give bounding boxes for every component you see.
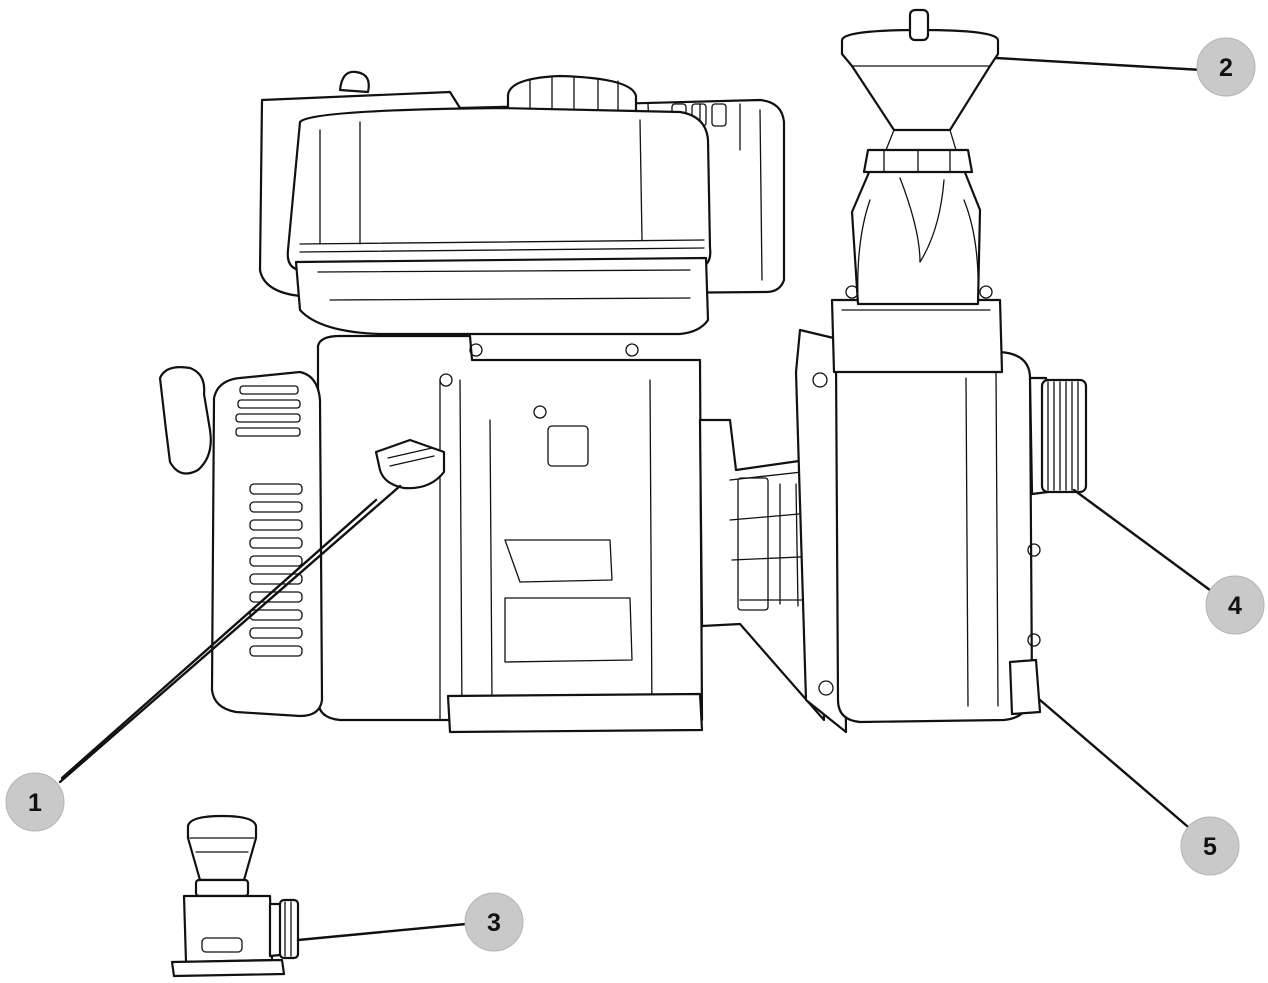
callout-badge	[1205, 575, 1265, 635]
engine-illustration	[158, 70, 786, 734]
callout-1: 1	[5, 772, 65, 832]
callout-number: 5	[1203, 833, 1217, 861]
callout-2: 2	[1196, 37, 1256, 97]
callout-badge	[1180, 816, 1240, 876]
callout-badge	[464, 892, 524, 952]
callout-5: 5	[1180, 816, 1240, 876]
inlet-fitting-illustration	[170, 814, 300, 978]
leader-4	[1072, 488, 1220, 598]
callout-number: 4	[1228, 592, 1242, 620]
leader-5	[1038, 698, 1196, 834]
leader-1	[58, 484, 402, 784]
callout-3: 3	[464, 892, 524, 952]
callout-4: 4	[1205, 575, 1265, 635]
callout-leaders	[58, 56, 1220, 942]
leader-3	[296, 922, 468, 942]
callout-number: 1	[28, 789, 42, 817]
callout-number: 3	[487, 909, 501, 937]
pump-illustration	[698, 8, 1088, 734]
callout-badge	[5, 772, 65, 832]
callout-number: 2	[1219, 54, 1233, 82]
leader-2	[994, 56, 1204, 72]
leader-1b	[60, 498, 378, 780]
callout-badge	[1196, 37, 1256, 97]
